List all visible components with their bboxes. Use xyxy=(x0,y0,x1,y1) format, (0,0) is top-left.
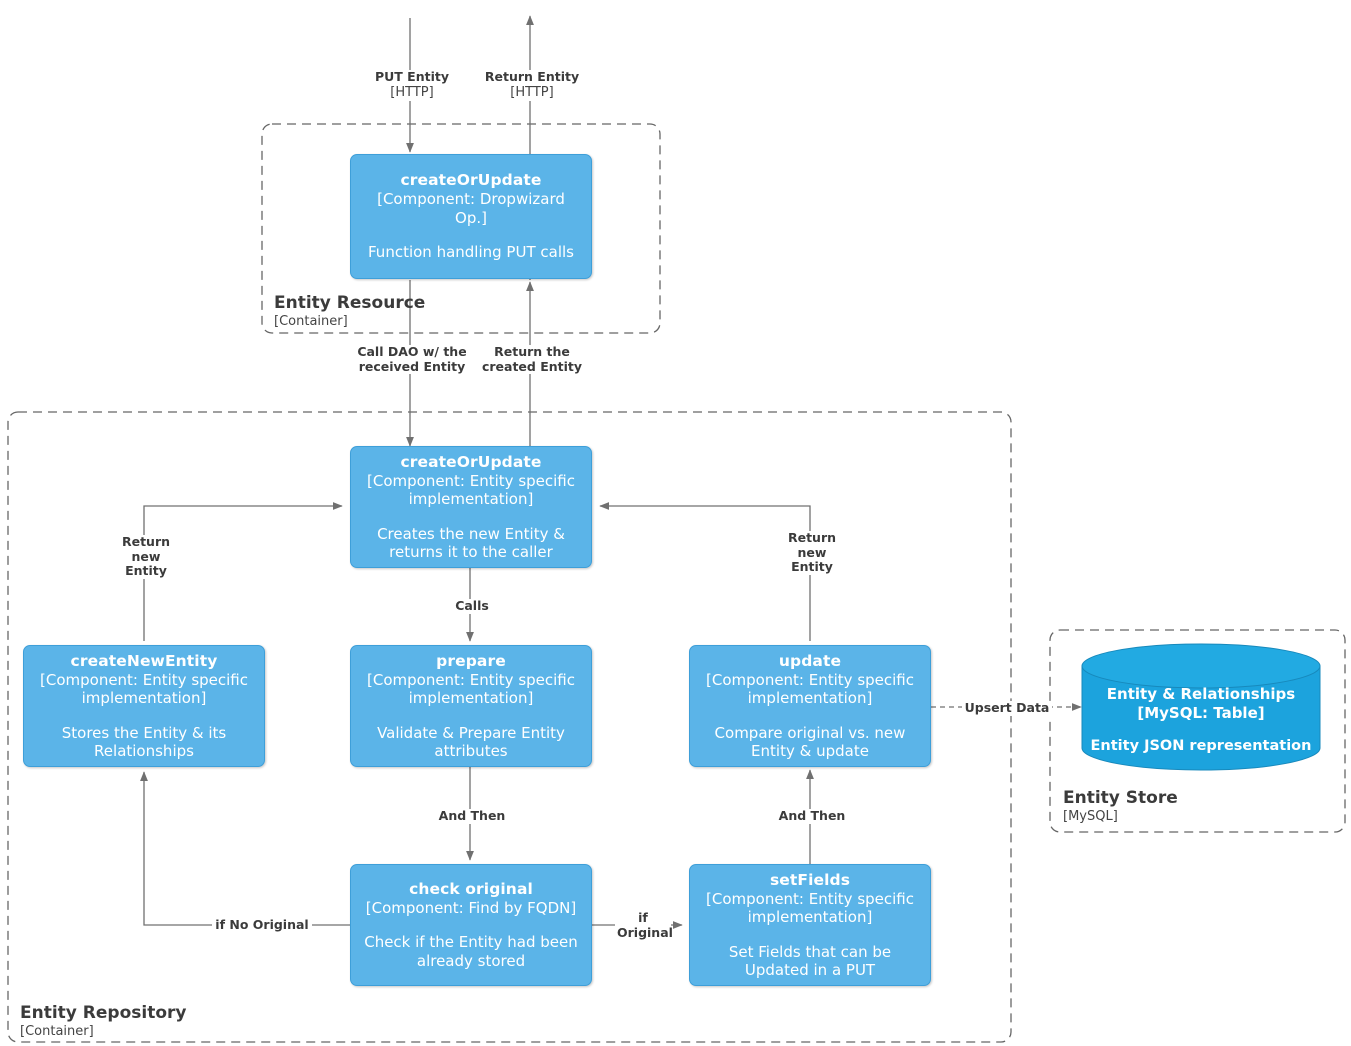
node-technology: [Component: Entity specific implementati… xyxy=(40,670,248,708)
edge-label-if-original: if Original xyxy=(615,910,673,940)
node-title: setFields xyxy=(769,870,851,889)
boundary-label-entity-repository: Entity Repository [Container] xyxy=(20,1003,186,1040)
edge-label-upsert-data: Upsert Data xyxy=(962,700,1052,716)
edge-label-text: if No Original xyxy=(215,917,309,932)
node-title: update xyxy=(778,651,842,670)
edge-label-text: Return the created Entity xyxy=(481,344,583,374)
node-description: Function handling PUT calls xyxy=(368,243,574,262)
node-technology: [Component: Find by FQDN] xyxy=(365,898,577,917)
node-description: Creates the new Entity & returns it to t… xyxy=(377,524,565,562)
node-description: Validate & Prepare Entity attributes xyxy=(377,723,565,761)
edge-label-return-created-entity: Return the created Entity xyxy=(466,344,598,374)
boundary-name: Entity Resource xyxy=(274,293,426,313)
node-description: Set Fields that can be Updated in a PUT xyxy=(728,942,892,980)
edge-label-text: Calls xyxy=(455,598,489,613)
node-title: createOrUpdate xyxy=(400,171,542,190)
edge-label-return-new-entity-left: Return new Entity xyxy=(110,534,182,579)
component-prepare[interactable]: prepare [Component: Entity specific impl… xyxy=(350,645,592,767)
component-set-fields[interactable]: setFields [Component: Entity specific im… xyxy=(689,864,931,986)
boundary-entity-store xyxy=(1049,629,1346,833)
boundary-type: [MySQL] xyxy=(1063,809,1118,824)
node-description: Check if the Entity had been already sto… xyxy=(364,933,578,970)
boundary-name: Entity Repository xyxy=(20,1003,187,1023)
node-technology: [Component: Entity specific implementati… xyxy=(706,889,914,927)
node-title: prepare xyxy=(436,651,506,670)
edge-label-text: And Then xyxy=(778,808,846,823)
boundary-entity-resource xyxy=(261,123,661,334)
edge-if-no-original xyxy=(140,771,350,926)
node-technology: [Component: Entity specific implementati… xyxy=(367,471,575,509)
database-cylinder xyxy=(1081,643,1321,771)
database-title: Entity & Relationships xyxy=(1106,685,1296,703)
edge-label-text: PUT Entity xyxy=(374,69,449,84)
edge-label-call-dao: Call DAO w/ the received Entity xyxy=(352,344,472,374)
node-technology: [Component: Entity specific implementati… xyxy=(367,670,575,708)
edge-label-put-entity: PUT Entity [HTTP] xyxy=(360,69,464,101)
edge-label-if-no-original: if No Original xyxy=(212,917,312,933)
edge-label-tech: [HTTP] xyxy=(390,84,434,100)
edge-return-new-entity-right xyxy=(599,502,811,641)
boundary-type: [Container] xyxy=(20,1024,94,1039)
boundary-label-entity-store: Entity Store [MySQL] xyxy=(1063,788,1178,825)
node-title: createNewEntity xyxy=(70,651,218,670)
edge-label-return-entity: Return Entity [HTTP] xyxy=(468,69,596,101)
component-repo-createorupdate[interactable]: createOrUpdate [Component: Entity specif… xyxy=(350,446,592,568)
boundary-type: [Container] xyxy=(274,314,348,329)
edge-return-new-entity-left xyxy=(143,502,343,641)
component-resource-createorupdate[interactable]: createOrUpdate [Component: Dropwizard Op… xyxy=(350,154,592,279)
node-title: createOrUpdate xyxy=(400,452,542,471)
component-create-new-entity[interactable]: createNewEntity [Component: Entity speci… xyxy=(23,645,265,767)
component-update[interactable]: update [Component: Entity specific imple… xyxy=(689,645,931,767)
node-technology: [Component: Dropwizard Op.] xyxy=(377,190,565,227)
edge-label-tech: [HTTP] xyxy=(510,84,554,100)
boundary-name: Entity Store xyxy=(1063,788,1178,808)
edge-label-text: Return new Entity xyxy=(787,530,837,574)
edge-label-text: Return Entity xyxy=(484,69,580,84)
node-description: Stores the Entity & its Relationships xyxy=(61,723,227,761)
database-entity-relationships[interactable]: Entity & Relationships [MySQL: Table] En… xyxy=(1082,680,1320,760)
boundary-entity-repository xyxy=(7,411,1012,1043)
edge-label-text: Return new Entity xyxy=(121,534,171,578)
node-technology: [Component: Entity specific implementati… xyxy=(706,670,914,708)
edge-label-calls: Calls xyxy=(440,598,504,614)
database-description: Entity JSON representation xyxy=(1090,738,1312,754)
boundary-label-entity-resource: Entity Resource [Container] xyxy=(274,293,425,330)
edge-label-and-then-left: And Then xyxy=(432,808,512,824)
edge-label-text: Upsert Data xyxy=(964,700,1050,715)
edge-label-text: Call DAO w/ the received Entity xyxy=(357,344,467,374)
node-description: Compare original vs. new Entity & update xyxy=(714,723,906,761)
edge-label-text: if Original xyxy=(617,910,673,940)
edge-label-return-new-entity-right: Return new Entity xyxy=(776,530,848,575)
edge-label-and-then-right: And Then xyxy=(772,808,852,824)
database-technology: [MySQL: Table] xyxy=(1137,703,1265,722)
node-title: check original xyxy=(409,879,533,898)
component-check-original[interactable]: check original [Component: Find by FQDN]… xyxy=(350,864,592,986)
edge-label-text: And Then xyxy=(438,808,506,823)
